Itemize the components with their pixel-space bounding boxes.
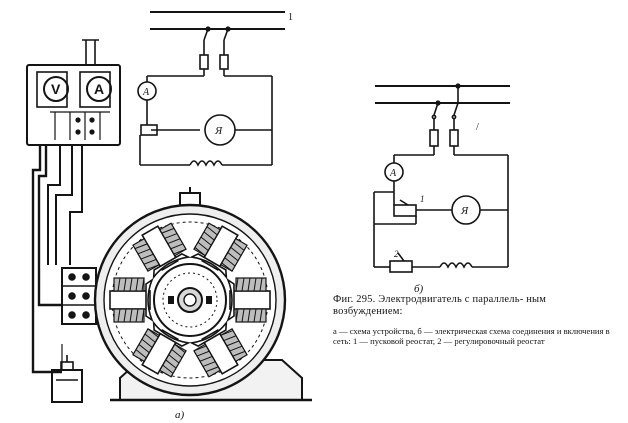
- rheostat-2: [389, 260, 413, 273]
- pole-1: [189, 222, 248, 280]
- motor-drawing: [93, 187, 312, 402]
- voltmeter-dial: [43, 76, 69, 102]
- left-schematic: 1 A Я: [137, 11, 293, 167]
- pole-5: [109, 277, 154, 323]
- rheostat-2-label: 2: [394, 249, 399, 259]
- fig-a-label: а): [175, 409, 185, 421]
- field-winding-left: [189, 160, 223, 167]
- right-schematic: / A Я 1 2: [373, 83, 510, 273]
- caption-legend: а — схема устройства, б — электрическая …: [333, 326, 610, 346]
- field-winding-right: [439, 262, 473, 269]
- fuse-left-1: [199, 54, 209, 70]
- svg-text:/: /: [476, 122, 479, 133]
- voltmeter-label: V: [51, 81, 61, 97]
- ammeter-left-label: A: [142, 87, 150, 98]
- meter-panel: V A: [26, 39, 121, 374]
- motor-left-label: Я: [214, 125, 223, 137]
- rheostat-1-label: 1: [420, 194, 425, 204]
- pole-3: [189, 320, 248, 378]
- fuse-right-1: [429, 129, 439, 147]
- fuse-right-2: [449, 129, 459, 147]
- motor-poles: [109, 222, 271, 378]
- field-rheostat-box: [51, 344, 83, 403]
- ammeter-right-label: A: [389, 168, 397, 179]
- pole-4: [132, 320, 191, 378]
- ammeter-dial: [86, 76, 112, 102]
- pole-2: [226, 277, 271, 323]
- ammeter-label: A: [94, 81, 104, 97]
- motor-right-label: Я: [460, 205, 469, 217]
- pole-6: [132, 222, 191, 280]
- line-1-label: 1: [288, 12, 293, 23]
- fuse-left-2: [219, 54, 229, 70]
- caption-title: Фиг. 295. Электродвигатель с параллель- …: [333, 294, 547, 317]
- rheostat-1: [393, 204, 417, 217]
- fig-b-label: б): [414, 283, 424, 295]
